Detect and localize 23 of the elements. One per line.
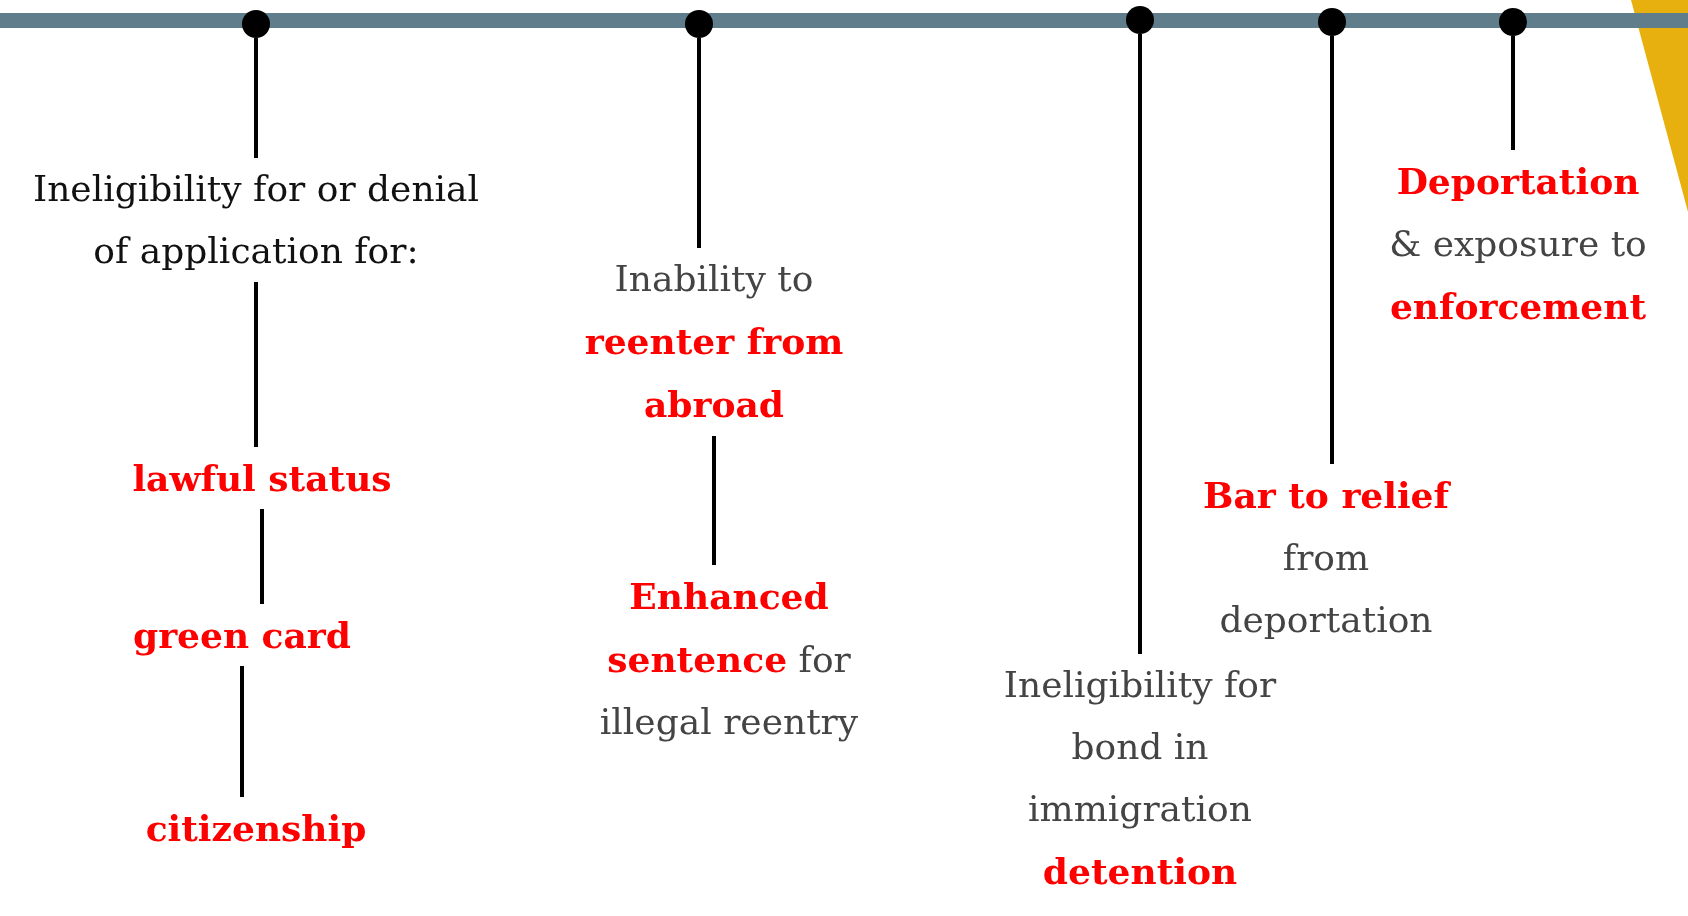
connector-line — [1511, 36, 1515, 150]
consequence-text: Enhanced sentence for illegal reentry — [554, 565, 904, 753]
connector-line — [254, 38, 258, 158]
timeline-dot — [242, 10, 270, 38]
connector-line — [712, 436, 716, 565]
consequence-text: Inability to reenter from abroad — [544, 248, 884, 436]
consequence-text: Deportation & exposure to enforcement — [1380, 150, 1656, 338]
connector-line — [254, 282, 258, 447]
connector-line — [697, 38, 701, 248]
consequence-text: lawful status — [62, 447, 462, 509]
consequence-text: green card — [42, 604, 442, 666]
connector-line — [1330, 36, 1334, 464]
consequence-text: citizenship — [56, 797, 456, 859]
consequence-text: Ineligibility for or denial of application for: — [21, 158, 491, 282]
timeline-dot — [685, 10, 713, 38]
connector-line — [240, 666, 244, 797]
timeline-dot — [1126, 6, 1154, 34]
timeline-dot — [1318, 8, 1346, 36]
consequence-text: Ineligibility for bond in immigration detention — [995, 654, 1285, 903]
consequence-text: Bar to relief from deportation — [1171, 464, 1481, 651]
connector-line — [1138, 34, 1142, 654]
timeline-dot — [1499, 8, 1527, 36]
connector-line — [260, 509, 264, 604]
